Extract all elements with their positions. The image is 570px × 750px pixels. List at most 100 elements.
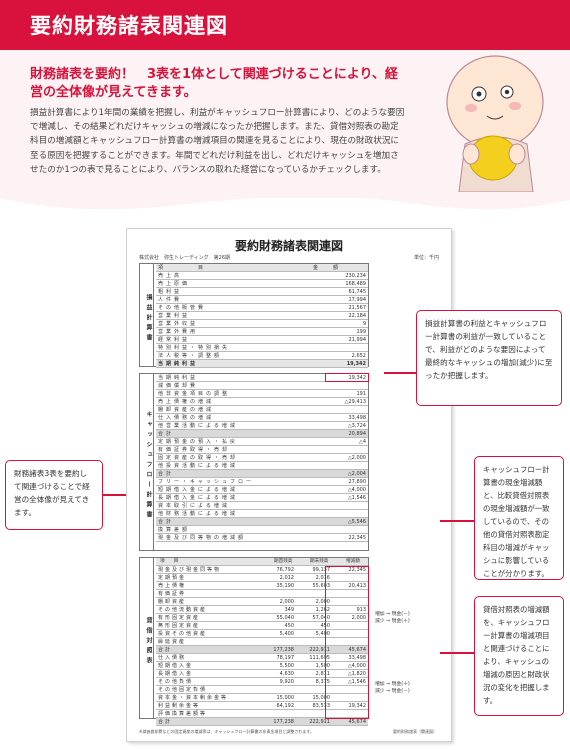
pl-row-value: 17,994 <box>348 297 367 303</box>
bs-cell-end: 222,911 <box>309 719 330 725</box>
bs-cell-label: 定期預金 <box>158 575 187 581</box>
header-band: 要約財務諸表関連図 <box>0 0 570 50</box>
connector-left <box>103 494 126 496</box>
bs-cell-label: 有価証券 <box>158 591 187 597</box>
financial-sheet: 要約財務諸表関連図 株式会社 弥生トレーディング 第26期 単位：千円 損益計算… <box>126 228 452 742</box>
bs-cell-end: 57,040 <box>312 615 331 621</box>
cf-row-value: △1,546 <box>347 495 366 501</box>
pl-row-label: 経常利益 <box>158 337 191 343</box>
bs-cell-end: 99,137 <box>312 567 331 573</box>
bs-cell-diff: △1,546 <box>347 679 366 685</box>
cf-row-label: 資本取引による増減 <box>158 503 230 509</box>
pl-row-label: 特別利益・特別損失 <box>158 345 231 351</box>
pl-header: 項 目 金 額 <box>156 264 368 272</box>
sheet-footnote: ※減価償却費などの固定資産の増減等は、キャッシュフロー計算書の非資金項目と調整さ… <box>139 729 314 734</box>
legend-assets: 増加 ⇒ 現金(－) 減少 ⇒ 現金(＋) <box>375 612 410 624</box>
cf-row: 短期借入金による増減△4,000 <box>156 486 368 494</box>
mascot-illustration <box>446 55 544 192</box>
pl-row-value: 168,489 <box>345 281 366 287</box>
bs-cell-diff: 45,674 <box>348 719 367 725</box>
bs-cell-prev: 2,000 <box>279 599 294 605</box>
bs-diff-highlight <box>325 566 369 719</box>
callout-bottom-right: 貸借対照表の増減額を、キャッシュフロー計算書の増減項目と関連づけることにより、キ… <box>474 596 564 716</box>
pl-row-value: 199 <box>356 329 366 335</box>
bs-cell-label: 現金及び現金同等物 <box>158 567 222 573</box>
cf-row: 棚卸資産の増減 <box>156 406 368 414</box>
pl-row-label: 人件費 <box>158 297 183 303</box>
bs-row: 繰延資産 <box>156 638 368 646</box>
cf-row-label: 換算差額 <box>158 527 191 533</box>
bs-cell-end: 222,911 <box>309 647 330 653</box>
bs-label: 貸借対照表 <box>140 558 154 718</box>
cf-row-label: 当期純利益 <box>158 375 199 381</box>
bs-cell-diff: 22,345 <box>348 567 367 573</box>
bs-cell-prev: 55,040 <box>276 615 295 621</box>
bs-cell-end: 2,016 <box>315 575 330 581</box>
bs-cell-label: 棚卸資産 <box>158 599 187 605</box>
pl-row: 特別利益・特別損失 <box>156 344 368 352</box>
page-title: 要約財務諸表関連図 <box>30 14 228 38</box>
bs-cell-label: 短期借入金 <box>158 663 194 669</box>
callout-top-right: 損益計算書の利益とキャッシュフロー計算書の利益が一致していることで、利益がどのよ… <box>416 310 562 406</box>
pl-row-label: 売上原価 <box>158 281 191 287</box>
cf-row-label: 仕入債務の増減 <box>158 415 215 421</box>
bs-cell-diff: 913 <box>356 607 366 613</box>
pl-label: 損益計算書 <box>140 264 154 366</box>
cf-row-label: 短期借入金による増減 <box>158 487 238 493</box>
bs-cell-label: その他負債 <box>158 679 194 685</box>
pl-row-label: 売上高 <box>158 273 183 279</box>
bs-cell-diff: 33,498 <box>348 655 367 661</box>
bs-cell-end: 5,400 <box>315 631 330 637</box>
bs-cell-prev: 177,238 <box>273 719 294 725</box>
cf-row: 他営業活動による増減△3,724 <box>156 422 368 430</box>
bs-cell-prev: 78,197 <box>276 655 295 661</box>
unit-label: 単位：千円 <box>413 255 439 261</box>
bs-cell-end: 1,262 <box>315 607 330 613</box>
cf-row-label: 有価証券取得・売却 <box>158 447 231 453</box>
cf-row-label: 合計 <box>158 471 175 477</box>
bs-cell-label: 合計 <box>158 647 173 653</box>
cf-row: 長期借入金による増減△1,546 <box>156 494 368 502</box>
cf-row: 他投資活動による増減 <box>156 462 368 470</box>
pl-row-value: 9 <box>362 321 366 327</box>
bs-cell-end: 2,000 <box>315 599 330 605</box>
cf-row: 固定資産の取得・売却△2,000 <box>156 454 368 462</box>
bs-cell-prev: 177,238 <box>273 647 294 653</box>
pl-row-label: その他販管費 <box>158 305 207 311</box>
pl-row-label: 法人税等・調整額 <box>158 353 223 359</box>
cf-row-label: 定期預金の預入・払戻 <box>158 439 239 445</box>
pl-row-value: 2,652 <box>351 353 366 359</box>
bs-cell-diff: 2,000 <box>351 615 366 621</box>
cf-row-label: 減価償却費 <box>158 383 199 389</box>
cf-row-label: 他財務活動による増減 <box>158 511 238 517</box>
pl-row-value: 19,342 <box>346 361 366 367</box>
bs-cell-end: 83,533 <box>312 703 331 709</box>
sheet-title: 要約財務諸表関連図 <box>234 239 343 253</box>
cf-row-label: フリー・キャッシュフロー <box>158 479 255 485</box>
bs-cell-prev: 5,500 <box>279 663 294 669</box>
cf-row-value: 27,890 <box>348 479 367 485</box>
intro-body: 損益計算書により1年間の業績を把握し、利益がキャッシュフロー計算書により、どのよ… <box>30 108 405 175</box>
cf-row: 他財務活動による増減 <box>156 510 368 518</box>
cf-row-value: 20,894 <box>348 431 367 437</box>
sheet-footer: 要約財務諸表（関連図） <box>393 729 437 734</box>
bs-cell-label: その他流動資産 <box>158 607 208 613</box>
cf-row-label: 固定資産の取得・売却 <box>158 455 239 461</box>
